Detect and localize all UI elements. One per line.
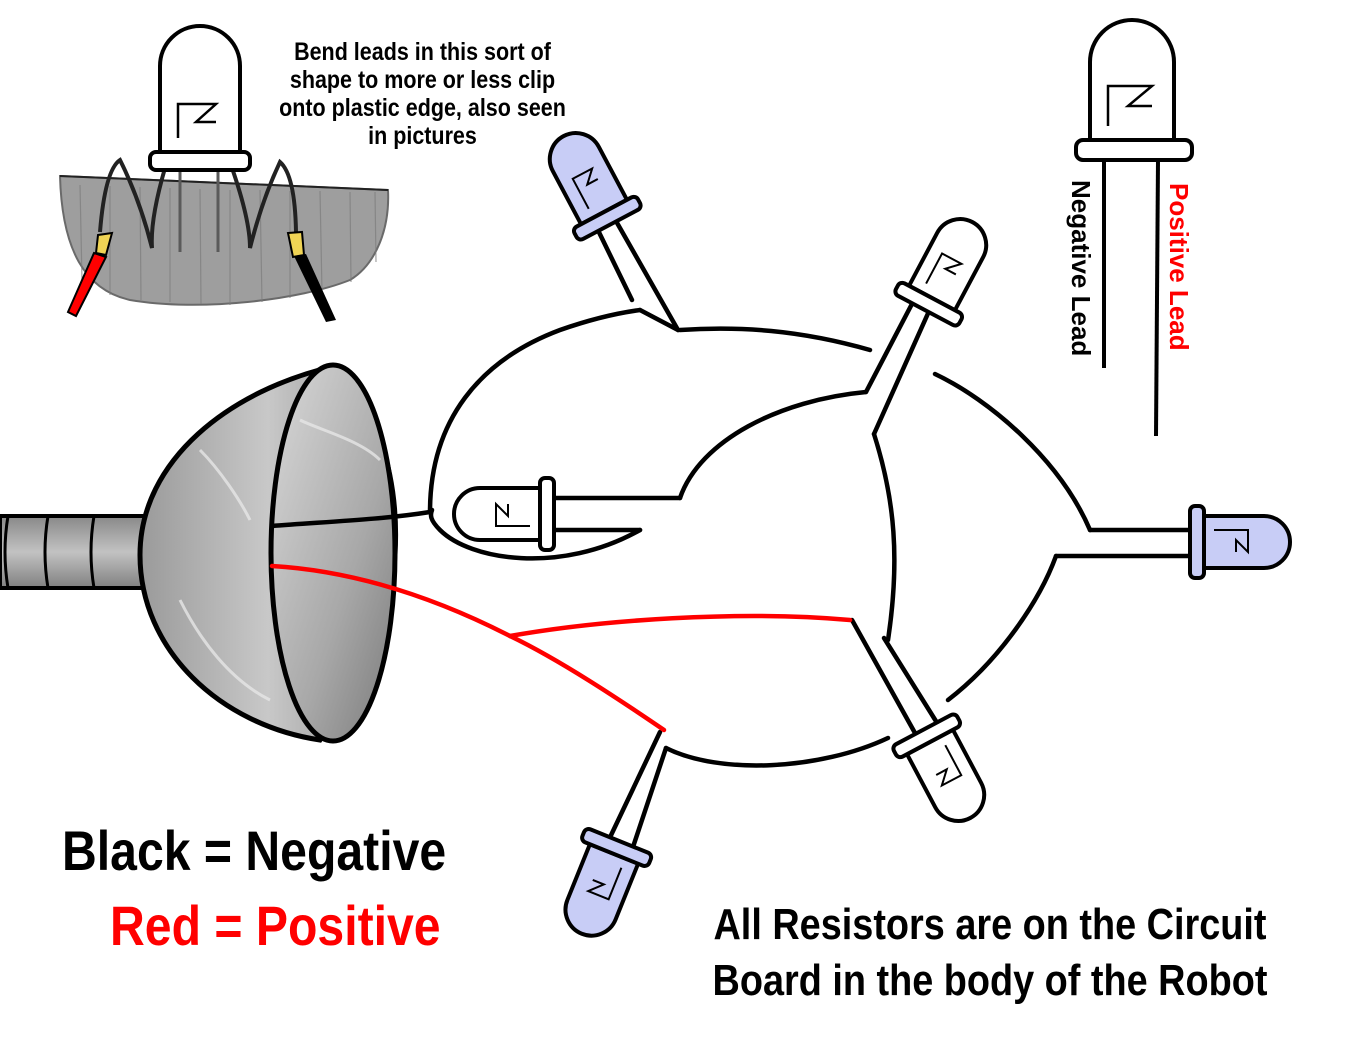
positive-lead-label: Positive Lead — [1164, 183, 1194, 351]
led-bottom-right — [892, 713, 1003, 835]
led-bottom-left — [546, 825, 655, 950]
negative-wiring — [269, 211, 1199, 859]
positive-wiring — [269, 563, 853, 733]
negative-lead-label: Negative Lead — [1066, 180, 1096, 357]
legend-black-negative: Black = Negative — [62, 819, 447, 882]
positive-wire-inset — [66, 251, 108, 318]
led-right — [1188, 504, 1292, 580]
led-icon-large — [1074, 18, 1194, 162]
resistors-note: All Resistors are on the Circuit Board i… — [712, 900, 1268, 1005]
lead-bending-inset — [58, 24, 390, 322]
dome-shell — [137, 362, 399, 744]
led-icon-inset — [148, 24, 252, 172]
negative-wire-inset — [294, 254, 336, 322]
positive-lead-line — [1154, 159, 1160, 437]
bend-leads-note: Bend leads in this sort of shape to more… — [279, 38, 566, 150]
led-inner-left — [452, 476, 556, 552]
led-lead-diagram — [1074, 18, 1194, 437]
legend-red-positive: Red = Positive — [110, 894, 441, 957]
